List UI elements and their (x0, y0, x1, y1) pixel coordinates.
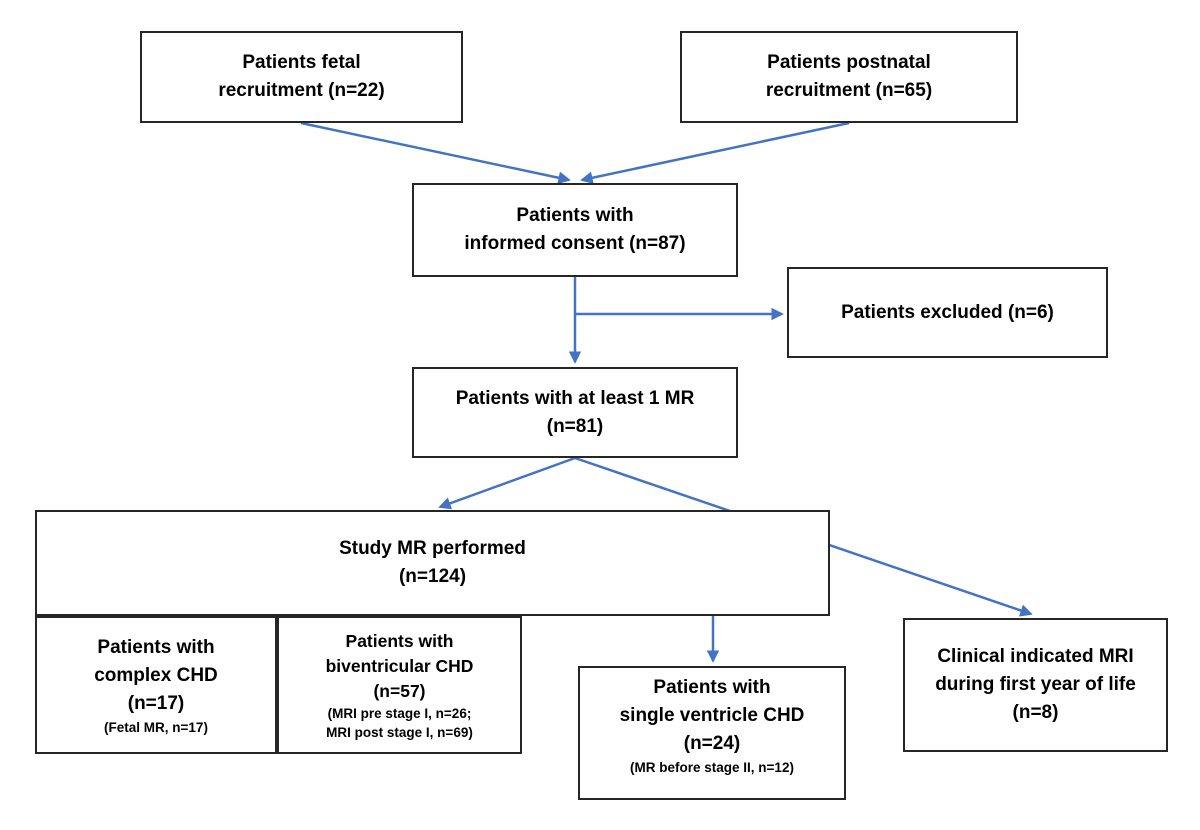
node-complex-subline: (Fetal MR, n=17) (104, 719, 208, 735)
node-study-line: Study MR performed (339, 538, 526, 559)
node-biventricular-line: Patients with (345, 630, 454, 651)
node-complex-line: Patients with (97, 636, 215, 658)
node-single-line: single ventricle CHD (619, 704, 805, 726)
node-fetal-line: recruitment (n=22) (218, 80, 385, 101)
node-excluded-line: Patients excluded (n=6) (841, 301, 1054, 323)
node-complex-chd: Patients with complex CHD (n=17) (Fetal … (35, 616, 277, 754)
node-biventricular-chd: Patients with biventricular CHD (n=57) (… (277, 616, 522, 754)
node-postnatal-line: recruitment (n=65) (765, 80, 933, 101)
node-biventricular-line: (n=57) (373, 680, 426, 701)
node-clinical-line: Clinical indicated MRI (937, 646, 1134, 667)
node-biventricular-line: biventricular CHD (325, 655, 474, 676)
node-clinical-line: during first year of life (935, 674, 1136, 695)
node-complex-line: complex CHD (94, 664, 218, 686)
arrow-mr1-to-study (438, 456, 576, 510)
arrow-postnatal-to-consent (580, 121, 850, 184)
node-informed-consent: Patients with informed consent (n=87) (412, 183, 738, 277)
node-consent-line: Patients with (516, 205, 634, 226)
node-single-subline: (MR before stage II, n=12) (630, 759, 794, 775)
node-postnatal-recruitment: Patients postnatal recruitment (n=65) (680, 31, 1018, 123)
node-at-least-1-mr: Patients with at least 1 MR (n=81) (412, 367, 738, 458)
node-clinical-indicated-mri: Clinical indicated MRI during first year… (903, 618, 1168, 752)
node-single-line: (n=24) (683, 732, 741, 754)
node-single-ventricle-chd: Patients with single ventricle CHD (n=24… (578, 666, 846, 800)
node-mr1-line: Patients with at least 1 MR (455, 387, 695, 409)
node-consent-line: informed consent (n=87) (464, 233, 686, 254)
node-postnatal-line: Patients postnatal (767, 52, 931, 73)
arrow-fetal-to-consent (300, 121, 571, 184)
node-patients-excluded: Patients excluded (n=6) (787, 267, 1108, 358)
node-fetal-recruitment: Patients fetal recruitment (n=22) (140, 31, 463, 123)
node-complex-line: (n=17) (127, 692, 185, 714)
node-fetal-line: Patients fetal (242, 52, 361, 73)
node-study-line: (n=124) (398, 566, 467, 587)
node-clinical-line: (n=8) (1012, 702, 1059, 723)
node-study-mr-performed: Study MR performed (n=124) (35, 510, 830, 616)
node-biventricular-subline: MRI post stage I, n=69) (326, 724, 473, 740)
node-single-line: Patients with (653, 676, 771, 698)
node-biventricular-subline: (MRI pre stage I, n=26; (327, 705, 472, 721)
node-mr1-line: (n=81) (546, 415, 604, 437)
